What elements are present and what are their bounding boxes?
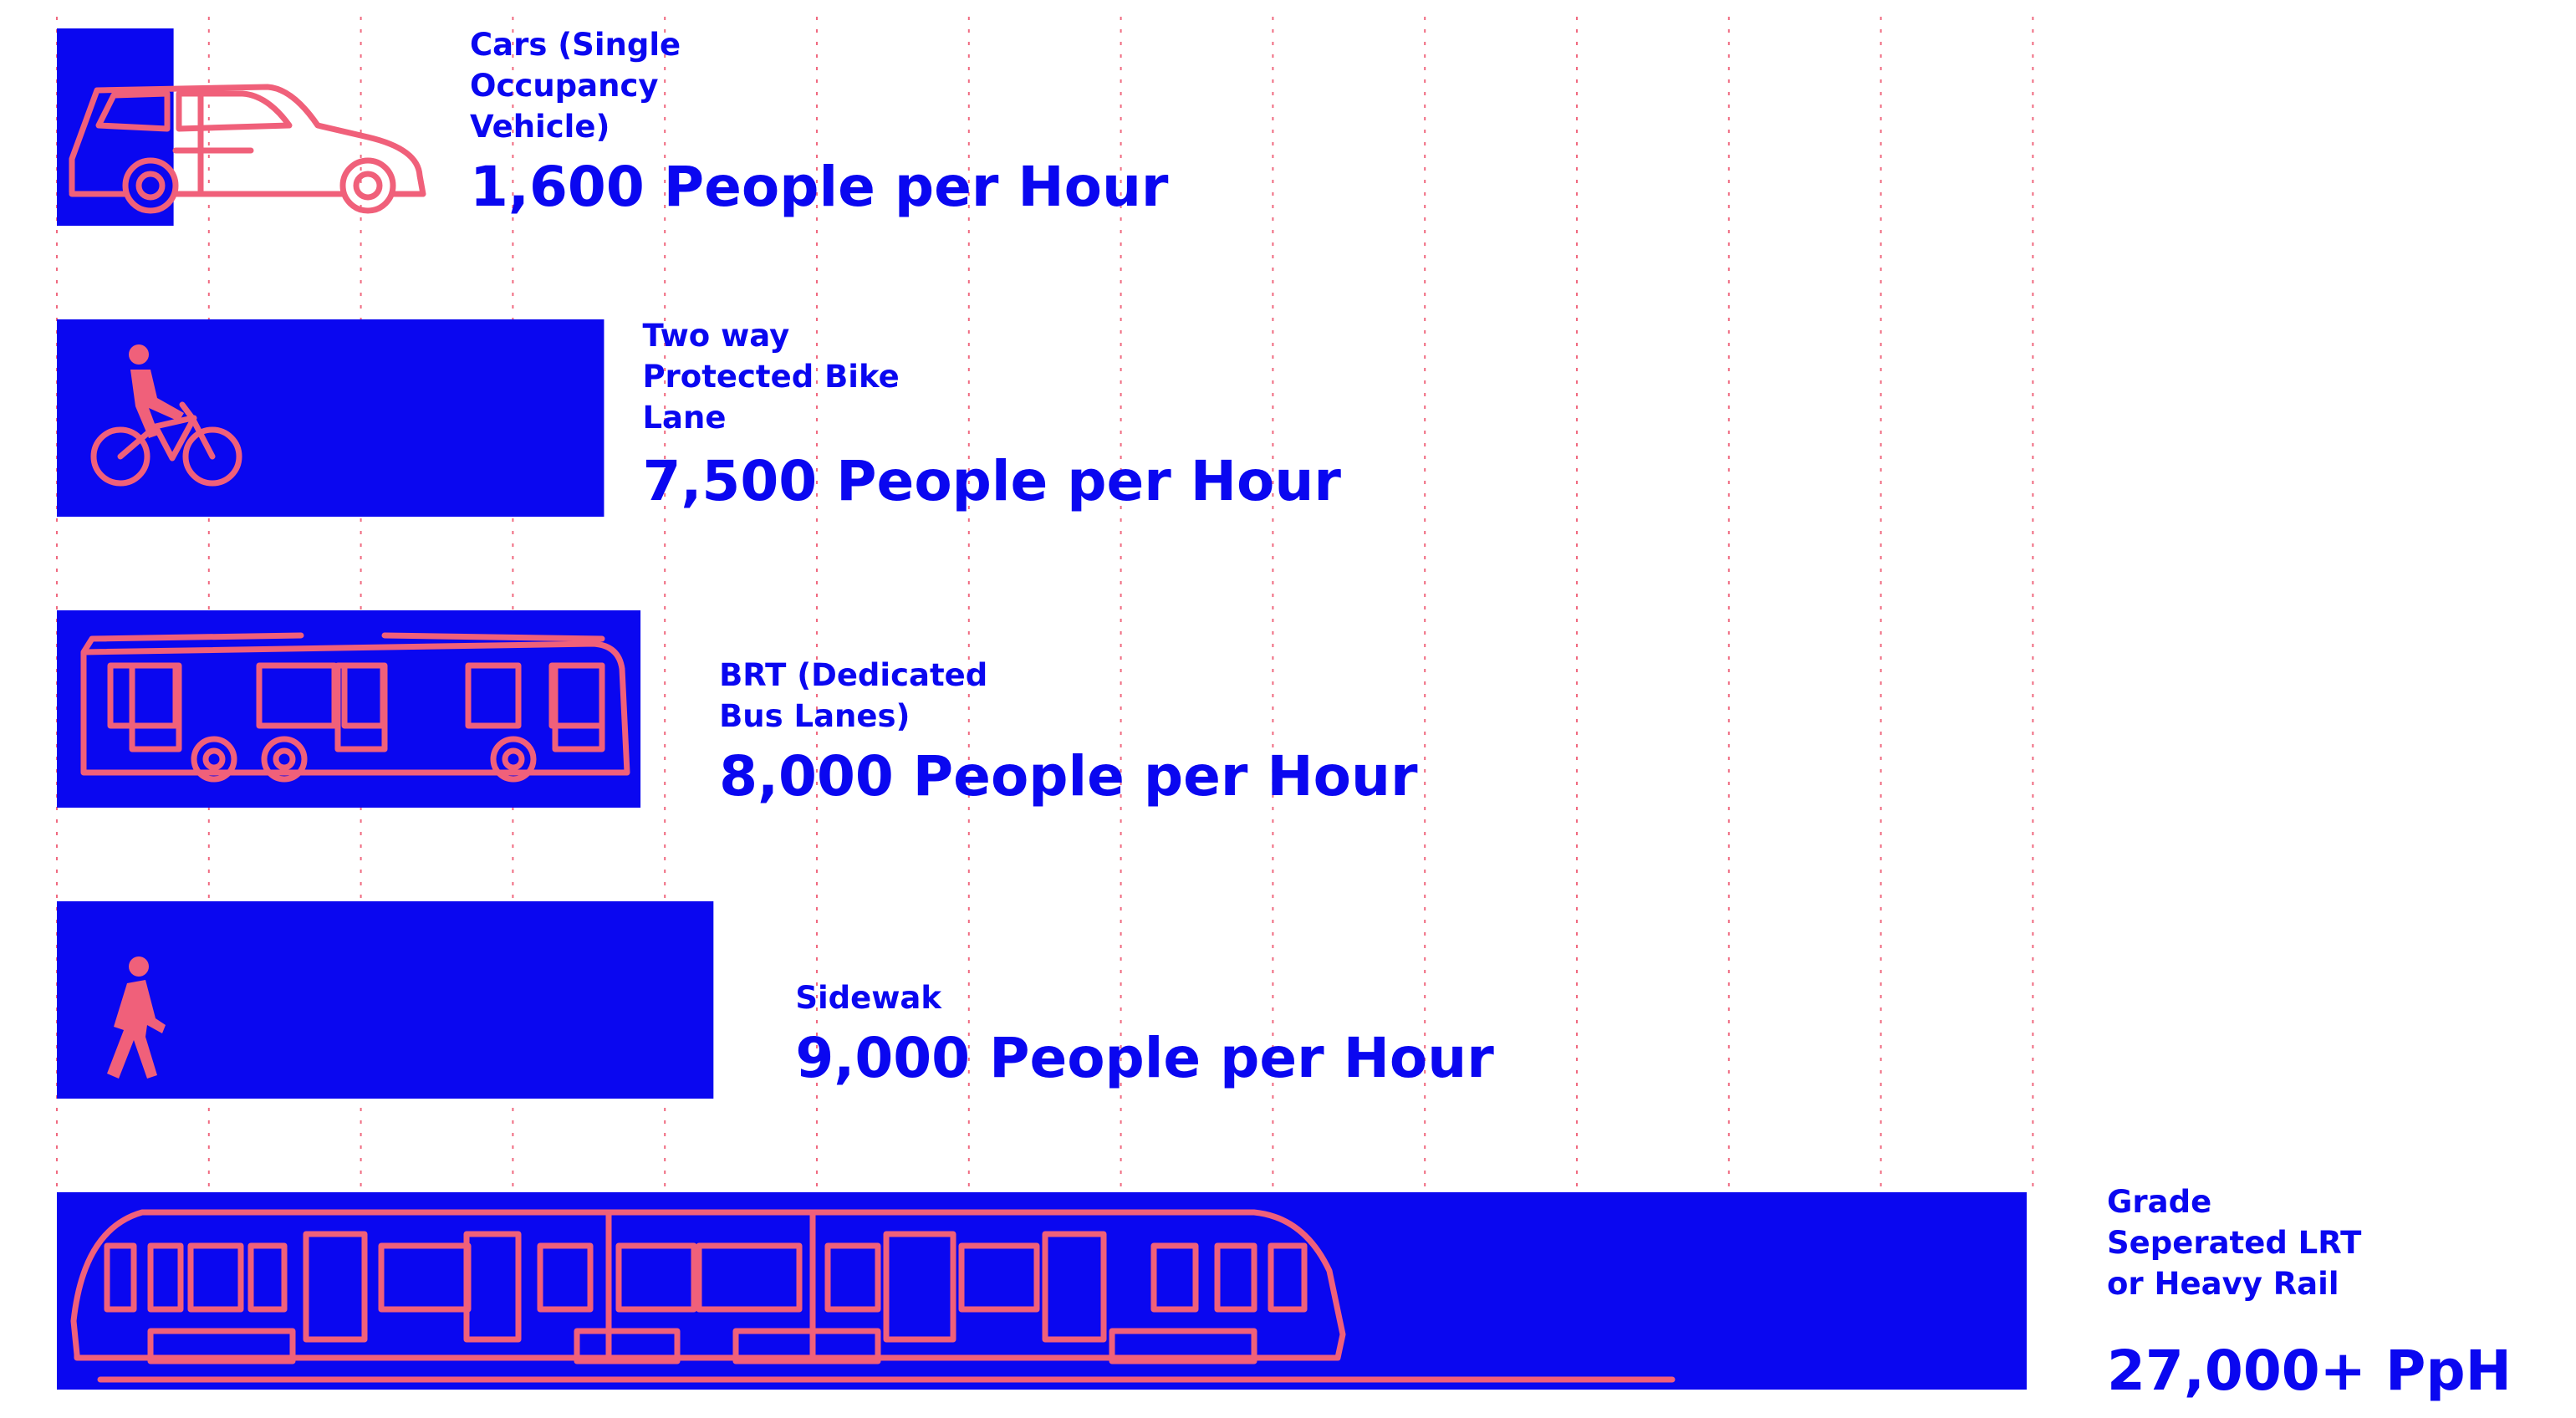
category-label: Seperated LRT — [2107, 1225, 2362, 1261]
value-label: 8,000 People per Hour — [719, 744, 1418, 808]
category-label: Two way — [642, 318, 789, 354]
car-icon — [69, 84, 426, 214]
bars — [57, 28, 2027, 1390]
bar — [57, 901, 714, 1099]
category-label: BRT (Dedicated — [719, 657, 987, 693]
value-label: 27,000+ PpH — [2107, 1339, 2512, 1403]
value-label: 7,500 People per Hour — [642, 449, 1341, 513]
value-label: 1,600 People per Hour — [470, 155, 1169, 219]
category-label: Lane — [642, 400, 726, 436]
category-label: Cars (Single — [470, 27, 681, 63]
category-label: Occupancy — [470, 68, 659, 104]
category-label: Vehicle) — [470, 109, 610, 145]
value-label: 9,000 People per Hour — [795, 1026, 1494, 1090]
bus-icon — [80, 632, 630, 783]
category-label: Bus Lanes) — [719, 698, 910, 734]
category-label: Grade — [2107, 1184, 2211, 1220]
category-label: or Heavy Rail — [2107, 1266, 2339, 1302]
category-label: Sidewak — [795, 980, 942, 1016]
cyclist-icon — [90, 344, 242, 487]
train-icon — [70, 1209, 1676, 1383]
category-label: Protected Bike — [642, 359, 899, 395]
pedestrian-icon — [107, 956, 166, 1079]
icons — [69, 84, 1676, 1383]
